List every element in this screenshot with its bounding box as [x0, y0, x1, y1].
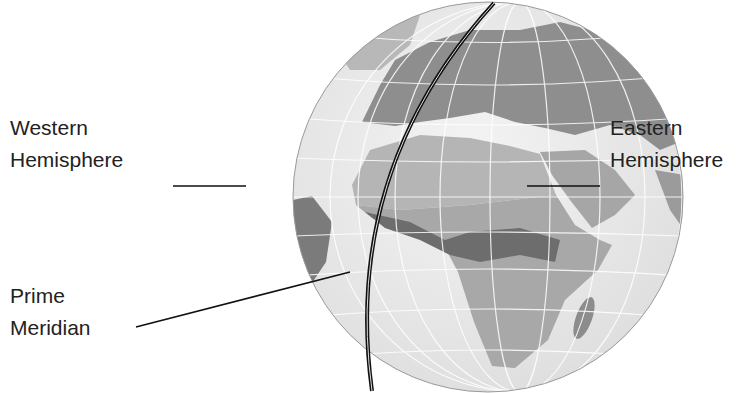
hemisphere-label: Prime Meridian	[10, 280, 135, 344]
graticule	[293, 2, 710, 392]
land-masses	[293, 15, 685, 368]
globe-outline	[293, 2, 683, 392]
leader-line	[173, 185, 246, 187]
hemisphere-label: Eastern Hemisphere	[610, 112, 745, 176]
hemisphere-label: Western Hemisphere	[10, 112, 175, 176]
leader-line	[136, 272, 350, 327]
prime-meridian-highlight	[367, 3, 494, 391]
leader-line	[527, 185, 600, 187]
prime-meridian-line	[367, 3, 494, 391]
